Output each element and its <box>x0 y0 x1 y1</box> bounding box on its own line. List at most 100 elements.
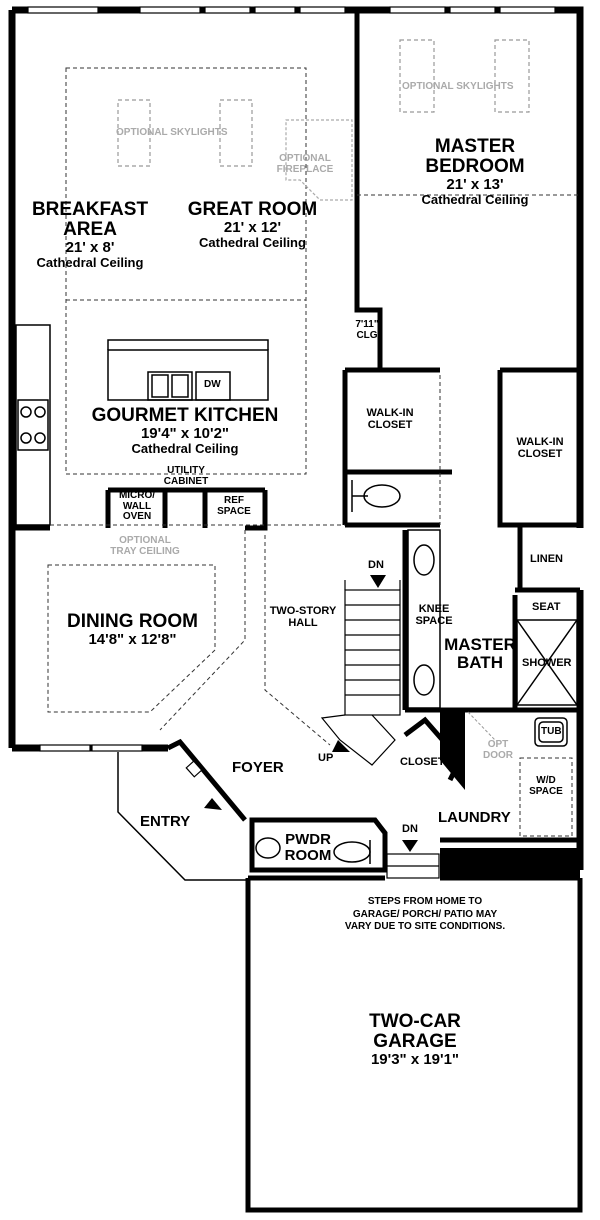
opt-door-text-1: OPT <box>487 739 509 750</box>
great-room-note: Cathedral Ceiling <box>199 234 306 250</box>
tray-text-2: TRAY CEILING <box>110 545 180 557</box>
two-story-hall-label: TWO-STORY HALL <box>265 605 341 629</box>
optional-fireplace-label: OPTIONAL FIREPLACE <box>272 153 338 175</box>
garage-name-2: GARAGE <box>373 1030 457 1052</box>
steps-note-1: STEPS FROM HOME TO <box>367 896 483 907</box>
dining-dim: 14'8" x 12'8" <box>88 630 177 648</box>
entry-door <box>185 760 203 778</box>
garage-name-1: TWO-CAR <box>369 1011 461 1032</box>
micro-text-1: MICRO/ <box>118 490 156 501</box>
kitchen-island <box>107 339 269 401</box>
stairs-down-top-label: DN <box>368 559 384 571</box>
knee-text-2: SPACE <box>415 614 453 627</box>
wd-space <box>519 757 573 837</box>
clg-text-1: 7'11" <box>355 319 379 330</box>
opt-door-text-2: DOOR <box>483 749 513 761</box>
micro-text-3: OVEN <box>122 511 152 522</box>
kitchen-dim: 19'4" x 10'2" <box>140 424 230 442</box>
optional-tray-ceiling-label: OPTIONAL TRAY CEILING <box>100 535 190 557</box>
pwdr-name-2: ROOM <box>284 846 332 864</box>
master-bedroom-name-1: MASTER <box>434 136 516 157</box>
walkin-right-2: CLOSET <box>517 447 563 460</box>
steps-note-3: VARY DUE TO SITE CONDITIONS. <box>344 921 506 932</box>
breakfast-name-1: BREAKFAST <box>31 199 149 220</box>
shower-label: SHOWER <box>522 657 572 669</box>
bath-wall-block <box>440 710 465 790</box>
master-bedroom-name-2: BEDROOM <box>425 155 525 177</box>
shower <box>516 619 578 706</box>
skylights <box>117 39 530 167</box>
ref-space-label: REF SPACE <box>207 495 261 517</box>
master-bath-name-1: MASTER <box>444 635 516 654</box>
windows <box>27 6 556 752</box>
micro-text-2: WALL <box>122 500 152 512</box>
master-bath-name-2: BATH <box>457 652 503 672</box>
two-story-text-1: TWO-STORY <box>269 605 337 617</box>
closet-label: CLOSET <box>400 756 445 768</box>
utility-text-2: CABINET <box>163 475 209 487</box>
steps-site-conditions-note: STEPS FROM HOME TO GARAGE/ PORCH/ PATIO … <box>300 896 550 934</box>
pwdr-name-1: PWDR <box>285 831 331 848</box>
kitchen-name: GOURMET KITCHEN <box>91 405 279 426</box>
laundry-label: LAUNDRY <box>438 809 511 826</box>
dining-room-label: DINING ROOM 14'8" x 12'8" <box>50 612 215 648</box>
powder-room-label: PWDR ROOM <box>278 832 338 864</box>
breakfast-name-2: AREA <box>63 218 117 240</box>
garage-walls <box>245 875 583 1213</box>
garage-dim: 19'3" x 19'1" <box>370 1050 460 1068</box>
tub <box>534 717 568 747</box>
micro-wall-oven-label: MICRO/ WALL OVEN <box>110 490 164 523</box>
wd-space-label: W/D SPACE <box>522 775 570 797</box>
breakfast-note: Cathedral Ceiling <box>36 254 144 270</box>
stairs-down-garage-label: DN <box>402 823 418 835</box>
dining-name: DINING ROOM <box>67 611 198 632</box>
ref-text-2: SPACE <box>217 505 251 517</box>
walkin-left-1: WALK-IN <box>366 407 414 419</box>
great-room-name: GREAT ROOM <box>187 199 318 220</box>
dishwasher-label: DW <box>204 379 221 390</box>
knee-text-1: KNEE <box>418 603 450 615</box>
arrows <box>204 575 418 852</box>
tub-label: TUB <box>541 726 562 737</box>
foyer-label: FOYER <box>232 759 284 776</box>
powder-fixtures <box>255 837 371 864</box>
master-bedroom-dim: 21' x 13' <box>446 175 504 193</box>
wd-text-1: W/D <box>536 775 556 786</box>
walkin-right-1: WALK-IN <box>516 436 564 448</box>
garage-label: TWO-CAR GARAGE 19'3" x 19'1" <box>340 1012 490 1068</box>
fireplace-outline <box>285 119 353 201</box>
walk-in-closet-right-label: WALK-IN CLOSET <box>505 436 575 460</box>
walkin-left-2: CLOSET <box>367 418 413 431</box>
linen-label: LINEN <box>530 553 563 565</box>
fireplace-text-2: FIREPLACE <box>276 163 334 175</box>
master-bath-label: MASTER BATH <box>440 636 520 672</box>
laundry-wall-block <box>440 848 580 878</box>
great-room-dim: 21' x 12' <box>223 218 282 236</box>
fireplace-text-1: OPTIONAL <box>279 153 331 164</box>
toilet-master <box>351 480 401 512</box>
great-room-label: GREAT ROOM 21' x 12' Cathedral Ceiling <box>170 200 335 249</box>
clg-text-2: CLG <box>356 329 378 341</box>
utility-text-1: UTILITY <box>167 465 205 476</box>
optional-skylights-left: OPTIONAL SKYLIGHTS <box>116 127 228 138</box>
breakfast-dim: 21' x 8' <box>65 238 115 256</box>
ceiling-height-label: 7'11" CLG <box>350 319 384 341</box>
optional-skylights-right: OPTIONAL SKYLIGHTS <box>402 81 514 92</box>
utility-cabinet-label: UTILITY CABINET <box>150 465 222 487</box>
wd-text-2: SPACE <box>529 785 563 797</box>
entry-label: ENTRY <box>140 813 191 830</box>
kitchen-note: Cathedral Ceiling <box>131 440 239 456</box>
garage-steps <box>386 853 440 879</box>
breakfast-area-label: BREAKFAST AREA 21' x 8' Cathedral Ceilin… <box>20 200 160 269</box>
opt-door-arc <box>467 711 496 741</box>
interior-walls <box>12 12 580 873</box>
seat-label: SEAT <box>532 601 561 613</box>
kitchen-label: GOURMET KITCHEN 19'4" x 10'2" Cathedral … <box>70 406 300 455</box>
sinks <box>407 529 441 709</box>
ref-text-1: REF <box>224 495 244 506</box>
tray-text-1: OPTIONAL <box>119 535 171 546</box>
walk-in-closet-left-label: WALK-IN CLOSET <box>350 407 430 431</box>
stairs-up-label: UP <box>318 752 334 764</box>
dashed-outlines <box>47 67 578 746</box>
